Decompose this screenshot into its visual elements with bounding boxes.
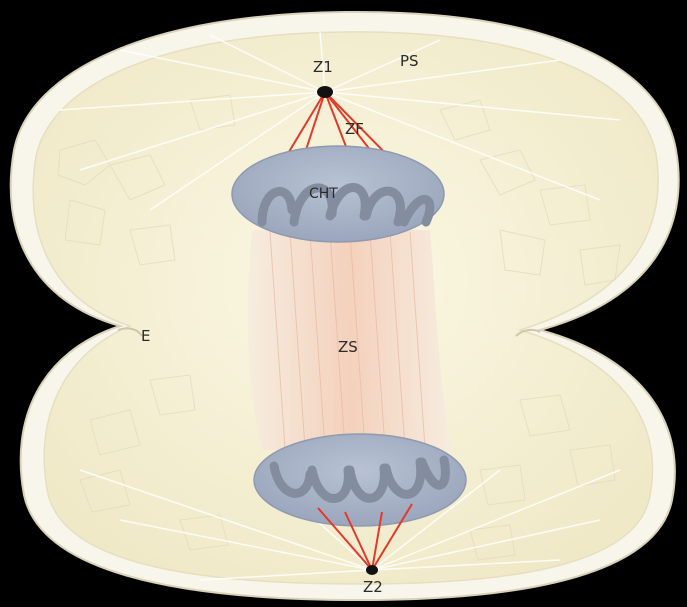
label-zf: ZF	[345, 120, 364, 138]
label-cht: CHT	[309, 186, 338, 202]
label-z2: Z2	[363, 578, 383, 596]
centriole-z1	[317, 86, 333, 98]
label-z1: Z1	[313, 58, 333, 76]
centriole-z2	[366, 565, 378, 575]
label-ps: PS	[400, 52, 419, 70]
label-e: E	[141, 327, 150, 345]
label-zs: ZS	[338, 338, 358, 356]
